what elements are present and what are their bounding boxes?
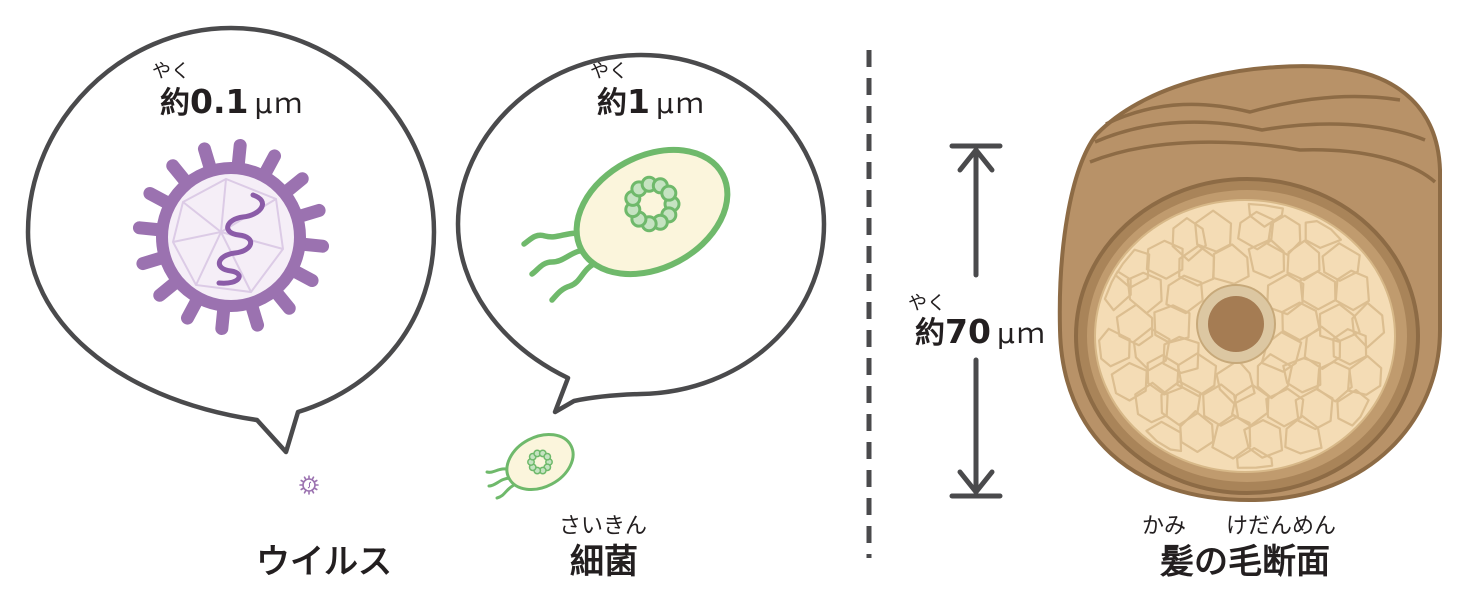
virus-size-prefix: 約 — [160, 86, 190, 121]
bacteria-small-illustration — [485, 432, 575, 500]
bacteria-label-ruby: さいきん — [559, 514, 648, 539]
bacteria-large-illustration — [521, 146, 731, 303]
hair-label: 髪の毛断面 — [1160, 542, 1330, 582]
hair-label-ruby-2: けだんめん — [1226, 514, 1337, 539]
hair-size-ruby: やく — [908, 292, 947, 314]
virus-size-ruby: やく — [152, 60, 191, 82]
hair-size-value: 70 — [945, 312, 991, 351]
bacteria-nucleoid — [624, 175, 681, 233]
hair-label-ruby-1: かみ — [1142, 514, 1187, 539]
hair-cross-section-illustration — [1057, 64, 1442, 503]
bacteria-size-prefix: 約 — [597, 86, 627, 121]
bacteria-size-unit: μｍ — [655, 87, 706, 120]
measurement-arrow — [949, 143, 1003, 499]
virus-small-illustration — [299, 475, 319, 495]
hair-size-prefix: 約 — [915, 316, 945, 351]
virus-large-illustration — [132, 138, 330, 336]
bacteria-size-ruby: やく — [590, 60, 629, 82]
hair-size-unit: μｍ — [996, 317, 1047, 350]
virus-size-unit: μｍ — [254, 87, 305, 120]
virus-label: ウイルス — [256, 542, 392, 582]
bacteria-size-value: 1 — [627, 82, 650, 121]
virus-size-value: 0.1 — [190, 82, 249, 121]
bacteria-label: 細菌 — [570, 542, 638, 582]
